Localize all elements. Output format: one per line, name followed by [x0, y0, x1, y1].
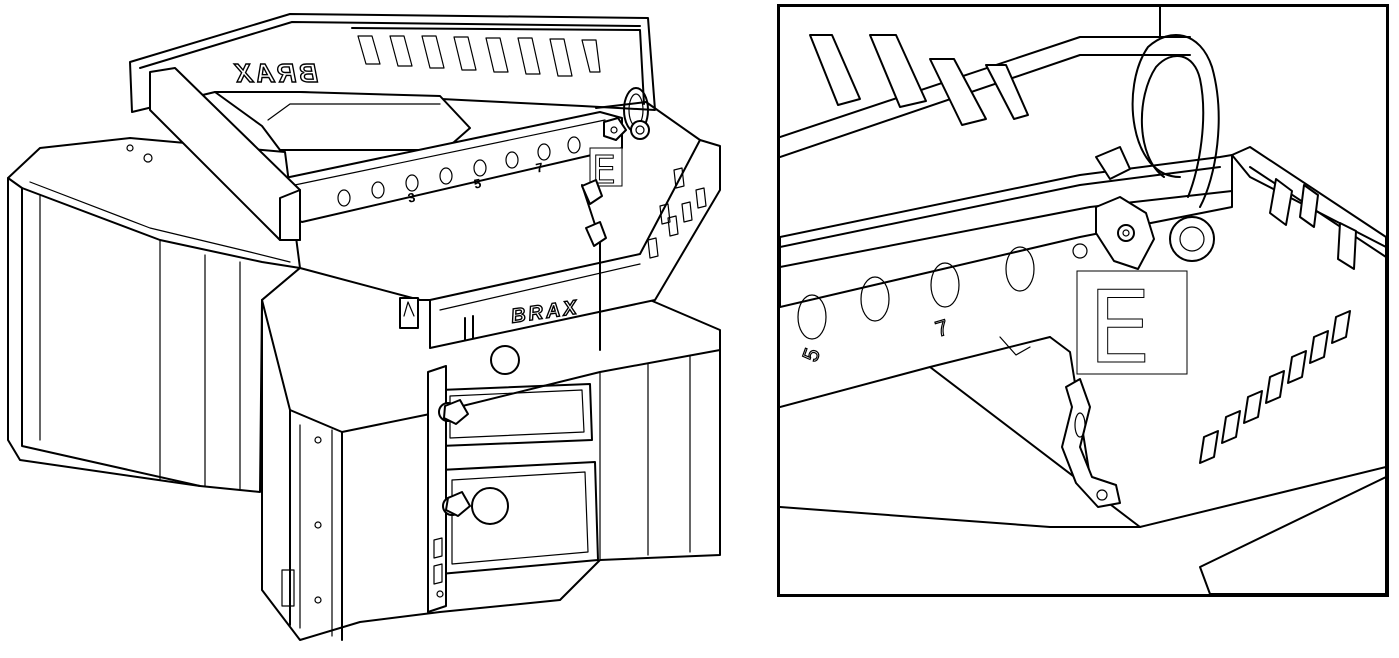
hole-number-7: 7: [534, 160, 544, 176]
lower-pins: [443, 179, 607, 517]
detail-hole-number-5: 5: [797, 345, 825, 365]
hole-number-3: 3: [406, 190, 416, 206]
detail-hole-number-7: 7: [932, 314, 951, 341]
rear-plate-slots: [357, 35, 601, 77]
rear-frame: [129, 13, 656, 113]
top-plate: [214, 91, 471, 151]
detail-locking-pin: [1095, 146, 1155, 270]
right-speaker-cabinet: [261, 267, 721, 641]
detail-view-frame: 5 7: [777, 4, 1389, 597]
overview-illustration: BRAX: [7, 13, 721, 641]
callout-label-e: E: [592, 148, 616, 192]
detail-rigging-link: [1061, 378, 1121, 508]
detail-rear-plate: [780, 7, 1191, 158]
rear-brand-logo: BRAX: [232, 58, 318, 88]
detail-lifting-ring: [1131, 34, 1220, 262]
front-bumper-frame: [149, 67, 721, 351]
left-speaker-cabinet: [7, 137, 301, 493]
detail-callout-label-e: E: [1088, 269, 1151, 386]
hole-number-5: 5: [472, 176, 482, 192]
locking-pin: [603, 117, 627, 141]
detail-callout-box-e: [1076, 270, 1188, 375]
lifting-ring: [623, 87, 650, 140]
detail-side-plate: [1199, 146, 1386, 594]
